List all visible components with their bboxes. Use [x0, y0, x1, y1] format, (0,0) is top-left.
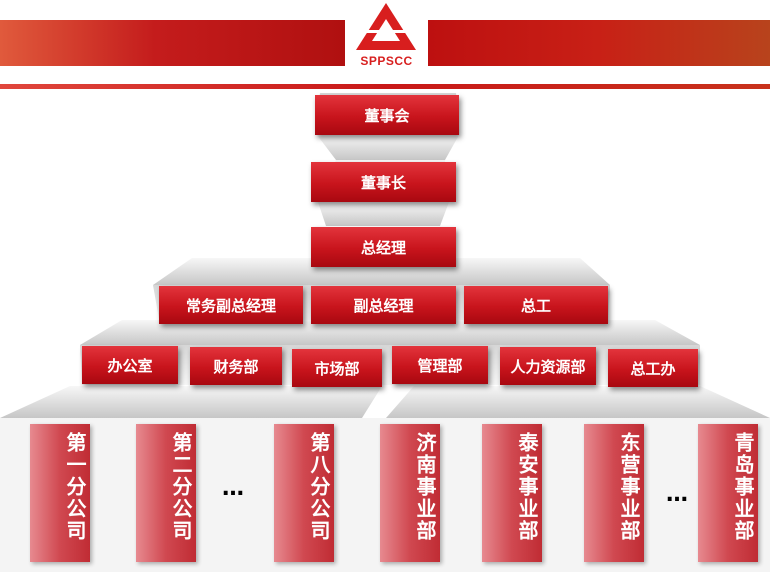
- header-rule: [0, 84, 770, 89]
- chief-engineer-office-box: 总工办: [608, 349, 698, 387]
- executive-deputy-gm-box: 常务副总经理: [159, 286, 303, 324]
- unit-label: 第二分公司: [169, 432, 193, 542]
- hr-dept-box: 人力资源部: [500, 347, 596, 385]
- general-manager-box: 总经理: [311, 227, 456, 267]
- deputy-gm-box: 副总经理: [311, 286, 456, 324]
- unit-column-7: 青岛事业部: [698, 424, 758, 562]
- unit-label: 第八分公司: [307, 432, 331, 542]
- board-of-directors-box: 董事会: [315, 95, 459, 135]
- unit-label: 第一分公司: [63, 432, 87, 542]
- chairman-box: 董事长: [311, 162, 456, 202]
- ellipsis-right: …: [666, 482, 688, 507]
- chief-engineer-box: 总工: [464, 286, 608, 324]
- header-banner-left: [0, 20, 345, 66]
- unit-label: 青岛事业部: [731, 432, 755, 542]
- unit-column-6: 东营事业部: [584, 424, 644, 562]
- unit-label: 东营事业部: [617, 432, 641, 542]
- unit-column-2: 第二分公司: [136, 424, 196, 562]
- ellipsis-left: …: [222, 476, 244, 501]
- management-dept-box: 管理部: [392, 346, 488, 384]
- finance-dept-box: 财务部: [190, 347, 282, 385]
- unit-label: 济南事业部: [413, 432, 437, 542]
- unit-column-4: 济南事业部: [380, 424, 440, 562]
- unit-column-5: 泰安事业部: [482, 424, 542, 562]
- unit-column-3: 第八分公司: [274, 424, 334, 562]
- company-logo: SPPSCC: [345, 0, 428, 74]
- logo-text: SPPSCC: [360, 54, 413, 68]
- header-banner-right: [428, 20, 770, 66]
- marketing-dept-box: 市场部: [292, 349, 382, 387]
- unit-column-1: 第一分公司: [30, 424, 90, 562]
- office-box: 办公室: [82, 346, 178, 384]
- unit-label: 泰安事业部: [515, 432, 539, 542]
- logo-triangle-icon: [356, 3, 416, 50]
